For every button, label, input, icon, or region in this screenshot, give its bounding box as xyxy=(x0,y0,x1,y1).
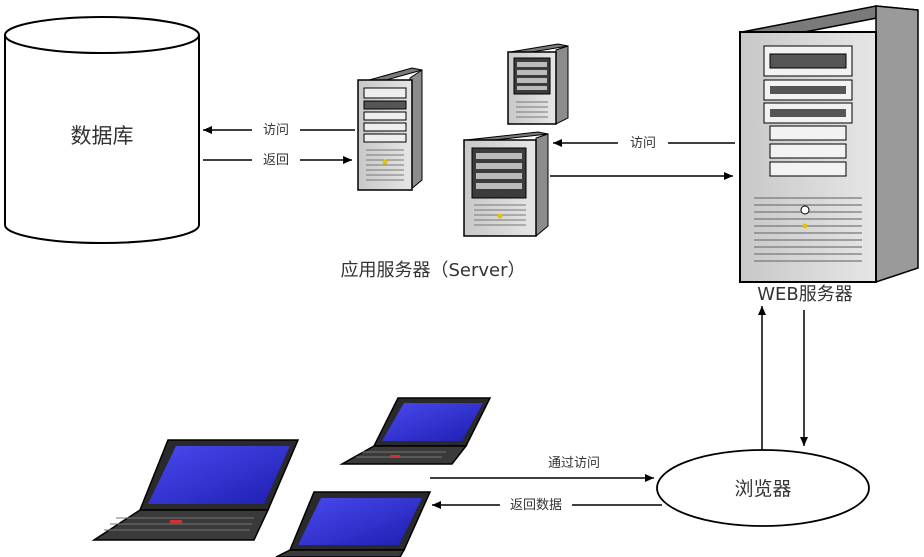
database-cylinder: 数据库 xyxy=(4,16,200,244)
client-return-label: 返回数据 xyxy=(510,498,562,513)
web-access-label: 访问 xyxy=(630,136,656,151)
laptop-3 xyxy=(275,491,432,557)
browser-node: 浏览器 xyxy=(656,449,870,527)
client-return-arrow: 返回数据 xyxy=(432,495,662,513)
client-access-arrow: 通过访问 xyxy=(430,456,654,482)
app-server-1 xyxy=(357,67,423,192)
web-server-label: WEB服务器 xyxy=(757,284,853,305)
db-access-label: 访问 xyxy=(263,123,289,138)
app-server-2 xyxy=(507,43,569,125)
db-access-arrow: 访问 xyxy=(203,120,355,138)
client-access-label: 通过访问 xyxy=(548,456,600,471)
db-return-arrow: 返回 xyxy=(203,150,352,168)
laptop-1 xyxy=(339,397,492,465)
web-access-arrow: 访问 xyxy=(553,133,735,151)
browser-label: 浏览器 xyxy=(734,478,791,500)
app-server-3 xyxy=(463,131,549,238)
laptop-2 xyxy=(91,439,300,541)
db-return-label: 返回 xyxy=(263,153,289,168)
app-servers-label: 应用服务器（Server） xyxy=(340,260,525,281)
database-label: 数据库 xyxy=(71,124,134,148)
web-server xyxy=(739,5,919,284)
